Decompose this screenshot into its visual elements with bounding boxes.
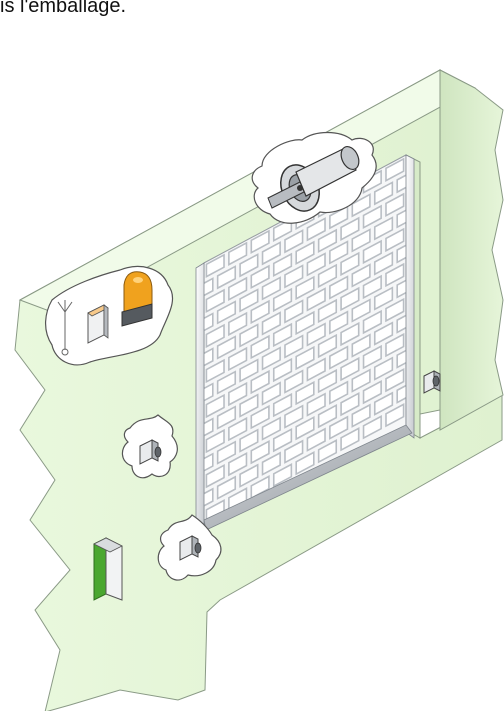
wall-switch-icon <box>94 538 122 600</box>
guide-rail-left <box>196 263 204 530</box>
warning-light-icon <box>122 272 152 326</box>
wall-right-side <box>440 70 503 430</box>
guide-rail-right <box>406 155 414 438</box>
wall-switch <box>94 538 122 600</box>
